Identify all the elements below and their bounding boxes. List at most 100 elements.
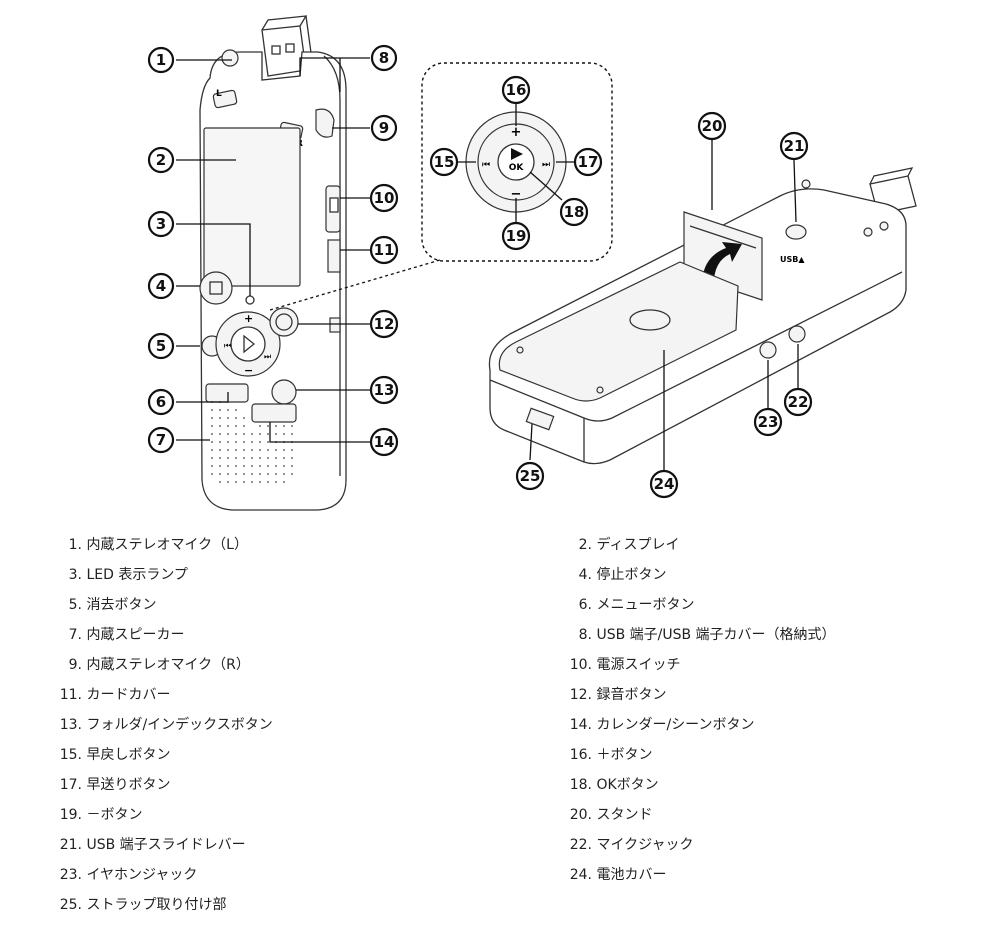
list-item: 19. －ボタン: [59, 807, 143, 823]
svg-text:⏮: ⏮: [224, 341, 231, 350]
callout-20: 20: [697, 111, 727, 141]
callout-15: 15: [429, 147, 459, 177]
callout-19: 19: [501, 221, 531, 251]
callout-9: 9: [370, 114, 398, 142]
list-item: 5. 消去ボタン: [68, 597, 157, 613]
left-mic-label: L: [216, 89, 222, 99]
rewind-label: ⏮: [482, 160, 490, 170]
list-item: 1. 内蔵ステレオマイク（L）: [68, 537, 248, 553]
callout-17: 17: [573, 147, 603, 177]
svg-text:24: 24: [654, 475, 675, 493]
calendar-button-shape: [251, 403, 297, 423]
svg-text:12: 12: [374, 315, 395, 333]
leader-lines: [176, 57, 799, 470]
list-item: 2. ディスプレイ: [578, 537, 680, 553]
svg-text:9: 9: [379, 119, 389, 137]
list-item: 8. USB 端子/USB 端子カバー（格納式）: [578, 627, 836, 643]
front-view: L R + − ⏮ ⏭: [199, 15, 347, 511]
list-item: 21. USB 端子スライドレバー: [59, 837, 246, 853]
list-item: 4. 停止ボタン: [578, 567, 667, 583]
callout-8: 8: [370, 44, 398, 72]
list-item: 7. 内蔵スピーカー: [68, 627, 185, 643]
menu-button-shape: [205, 383, 249, 403]
svg-text:17: 17: [578, 153, 599, 171]
forward-label: ⏭: [542, 160, 550, 170]
list-item: 23. イヤホンジャック: [59, 867, 198, 883]
parts-list: 1. 内蔵ステレオマイク（L） 2. ディスプレイ 3. LED 表示ランプ 4…: [0, 528, 1000, 928]
callout-23: 23: [753, 407, 783, 437]
svg-text:14: 14: [374, 433, 395, 451]
callout-10: 10: [369, 183, 399, 213]
list-item: 24. 電池カバー: [569, 867, 667, 883]
svg-text:⏭: ⏭: [264, 352, 271, 361]
svg-text:USB▲: USB▲: [780, 255, 805, 264]
record-button-shape: [269, 307, 299, 337]
svg-text:5: 5: [156, 337, 166, 355]
callout-14: 14: [369, 427, 399, 457]
list-item: 12. 録音ボタン: [569, 687, 667, 703]
svg-text:4: 4: [156, 277, 166, 295]
display-screen: [203, 127, 301, 287]
list-item: 3. LED 表示ランプ: [68, 567, 188, 583]
svg-text:11: 11: [374, 241, 395, 259]
svg-text:3: 3: [156, 215, 166, 233]
svg-text:16: 16: [506, 81, 527, 99]
callout-6: 6: [147, 388, 175, 416]
list-item: 25. ストラップ取り付け部: [59, 897, 227, 913]
strap-holder-shape: [525, 407, 555, 431]
list-item: 17. 早送りボタン: [59, 777, 171, 793]
callout-18: 18: [559, 197, 589, 227]
list-item: 20. スタンド: [569, 807, 653, 823]
svg-text:7: 7: [156, 431, 166, 449]
stop-button-shape: [199, 271, 233, 305]
callout-5: 5: [147, 332, 175, 360]
list-item: 22. マイクジャック: [569, 837, 694, 853]
svg-text:+: +: [244, 312, 253, 325]
svg-text:23: 23: [758, 413, 779, 431]
svg-text:1: 1: [156, 51, 166, 69]
list-item: 15. 早戻しボタン: [59, 747, 171, 763]
usb-lever-shape: [785, 224, 807, 240]
callout-11: 11: [369, 235, 399, 265]
list-item: 16. ＋ボタン: [569, 747, 653, 763]
callouts: 1 2 3 4 5 6 7 8 9 10 11 12 13 14 15 16 1…: [147, 44, 813, 499]
list-item: 9. 内蔵ステレオマイク（R）: [68, 657, 250, 673]
svg-text:2: 2: [156, 151, 166, 169]
list-item: 14. カレンダー/シーンボタン: [569, 717, 755, 733]
callout-2: 2: [147, 146, 175, 174]
plus-label: +: [511, 125, 522, 140]
svg-text:13: 13: [374, 381, 395, 399]
callout-22: 22: [783, 387, 813, 417]
minus-label: −: [511, 187, 522, 202]
callout-16: 16: [501, 75, 531, 105]
list-item: 18. OKボタン: [569, 777, 659, 793]
list-item: 11. カードカバー: [59, 687, 171, 703]
card-cover-shape: [327, 239, 341, 273]
svg-text:10: 10: [374, 189, 395, 207]
ok-label: OK: [509, 163, 525, 173]
callout-25: 25: [515, 461, 545, 491]
led-lamp: [245, 295, 255, 305]
list-item: 6. メニューボタン: [578, 597, 695, 613]
left-mic-grille: [212, 89, 238, 109]
svg-text:25: 25: [520, 467, 541, 485]
callout-13: 13: [369, 375, 399, 405]
list-item: 13. フォルダ/インデックスボタン: [59, 717, 273, 733]
mic-jack-shape: [788, 325, 806, 343]
callout-3: 3: [147, 210, 175, 238]
svg-text:6: 6: [156, 393, 166, 411]
svg-text:8: 8: [379, 49, 389, 67]
svg-text:20: 20: [702, 117, 723, 135]
dpad-center: [230, 326, 266, 362]
svg-text:18: 18: [564, 203, 585, 221]
svg-text:21: 21: [784, 137, 805, 155]
callout-7: 7: [147, 426, 175, 454]
callout-12: 12: [369, 309, 399, 339]
callout-1: 1: [147, 46, 175, 74]
svg-text:19: 19: [506, 227, 527, 245]
svg-text:15: 15: [434, 153, 455, 171]
svg-text:−: −: [244, 364, 253, 377]
callout-21: 21: [779, 131, 809, 161]
battery-cover-shape: [498, 261, 739, 402]
earphone-jack-shape: [759, 341, 777, 359]
